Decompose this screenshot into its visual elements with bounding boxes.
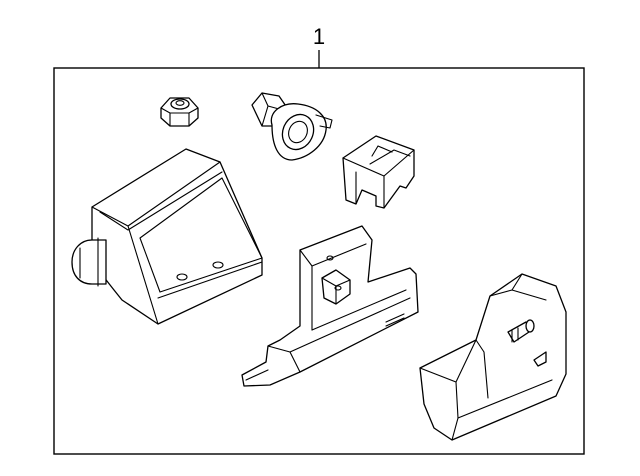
callout-number: 1 — [312, 24, 326, 49]
assembly-frame — [53, 67, 585, 455]
cover-shield-part — [419, 273, 567, 441]
module-housing-part — [71, 148, 263, 325]
hex-nut-part — [160, 97, 199, 127]
grommet-part — [251, 92, 333, 161]
mounting-bracket-part — [241, 225, 419, 387]
retainer-clip-part — [342, 135, 415, 209]
